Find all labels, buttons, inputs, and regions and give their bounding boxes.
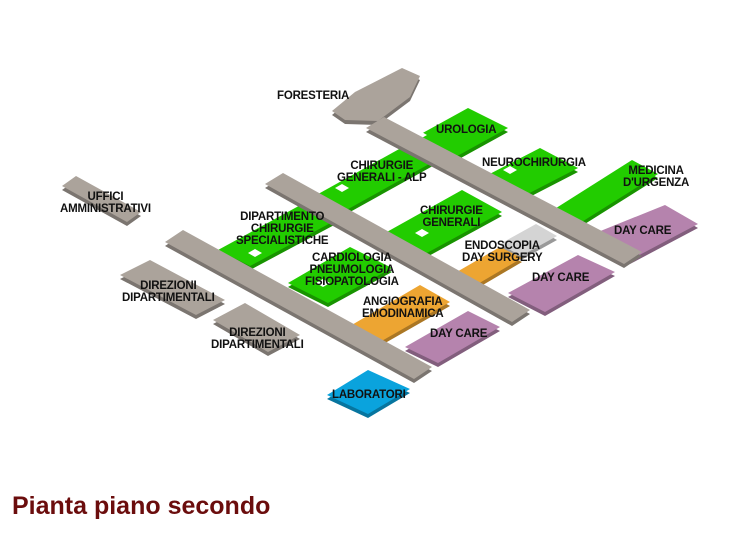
- courtyard: [415, 229, 429, 237]
- angiografia-emodinamica: [350, 285, 450, 346]
- courtyard: [248, 249, 262, 257]
- direzioni-2: [213, 303, 300, 356]
- angiografia-emodinamica-top: [350, 285, 450, 342]
- foresteria: [332, 68, 420, 125]
- label-line: GENERALI - ALP: [337, 172, 427, 184]
- label-line: DAY CARE: [532, 272, 590, 284]
- label-line: ENDOSCOPIA: [464, 240, 541, 252]
- courtyard: [316, 279, 330, 287]
- corridor-middle: [265, 173, 530, 326]
- label-line: DAY CARE: [430, 328, 488, 340]
- label-line: DAY CARE: [614, 225, 672, 237]
- ward-cardiologia: [288, 247, 392, 307]
- label-day-care-3: DAY CARE: [430, 328, 487, 340]
- direzioni-1-top: [120, 260, 225, 315]
- corridor-middle-top: [265, 173, 530, 322]
- courtyard: [335, 184, 349, 192]
- direzioni-2-top: [213, 303, 300, 352]
- label-day-care-2: DAY CARE: [532, 272, 589, 284]
- corridor-lower-top: [165, 230, 432, 379]
- label-line: NEUROCHIRURGIA: [482, 157, 586, 169]
- laboratori: [327, 370, 410, 418]
- courtyard: [503, 166, 517, 174]
- ward-cardiologia-top: [288, 247, 392, 303]
- ward-chirurgie-alp-top: [302, 143, 440, 218]
- ward-chirurgie-generali: [385, 190, 502, 258]
- ward-chirurgie-generali-top: [385, 190, 502, 254]
- direzioni-1: [120, 260, 225, 319]
- page-title: Pianta piano secondo: [12, 492, 271, 520]
- endoscopia-area: [500, 224, 557, 260]
- label-line: MEDICINA: [628, 165, 684, 177]
- endoscopia-day-surgery-top: [455, 247, 522, 285]
- label-line: EMODINAMICA: [362, 308, 444, 320]
- day-care-2: [508, 255, 615, 316]
- corridor-top-top: [366, 117, 642, 264]
- label-line: CHIRURGIE: [350, 160, 414, 172]
- uffici-amministrativi-top: [62, 176, 141, 222]
- label-line: FISIOPATOLOGIA: [305, 276, 399, 288]
- label-line: GENERALI: [422, 217, 481, 229]
- label-line: SPECIALISTICHE: [236, 235, 329, 247]
- label-urologia: UROLOGIA: [436, 124, 497, 136]
- laboratori-top: [327, 370, 410, 414]
- label-line: CHIRURGIE: [250, 223, 314, 235]
- label-line: DIPARTIMENTO: [240, 211, 325, 223]
- label-line: LABORATORI: [332, 389, 406, 401]
- ward-dipartimento-top: [218, 202, 338, 266]
- label-line: PNEUMOLOGIA: [309, 264, 395, 276]
- label-day-care-1: DAY CARE: [614, 225, 671, 237]
- foresteria-top: [332, 68, 420, 121]
- corridor-lower: [165, 230, 432, 383]
- label-line: UFFICI: [87, 191, 124, 203]
- uffici-amministrativi: [62, 176, 141, 226]
- label-line: UROLOGIA: [436, 124, 497, 136]
- day-care-2-top: [508, 255, 615, 312]
- label-laboratori: LABORATORI: [332, 389, 406, 401]
- endoscopia-area-top: [500, 224, 557, 256]
- label-line: DIREZIONI: [140, 280, 197, 292]
- label-neurochirurgia: NEUROCHIRURGIA: [482, 157, 586, 169]
- label-line: CHIRURGIE: [420, 205, 483, 217]
- label-line: FORESTERIA: [277, 90, 350, 102]
- label-line: ANGIOGRAFIA: [362, 296, 443, 308]
- ward-medicina-urgenza: [553, 160, 658, 227]
- corridor-top: [366, 117, 642, 268]
- label-line: DIPARTIMENTALI: [122, 292, 215, 304]
- label-line: CARDIOLOGIA: [312, 252, 392, 264]
- label-line: DIPARTIMENTALI: [211, 339, 304, 351]
- ward-medicina-urgenza-top: [553, 160, 658, 223]
- label-line: AMMINISTRATIVI: [60, 203, 151, 215]
- day-care-3-top: [405, 311, 500, 363]
- label-line: D'URGENZA: [623, 177, 690, 189]
- ward-dipartimento: [218, 202, 338, 270]
- label-line: DIREZIONI: [229, 327, 286, 339]
- label-foresteria: FORESTERIA: [277, 90, 349, 102]
- day-care-3: [405, 311, 500, 367]
- label-line: DAY SURGERY: [462, 252, 543, 264]
